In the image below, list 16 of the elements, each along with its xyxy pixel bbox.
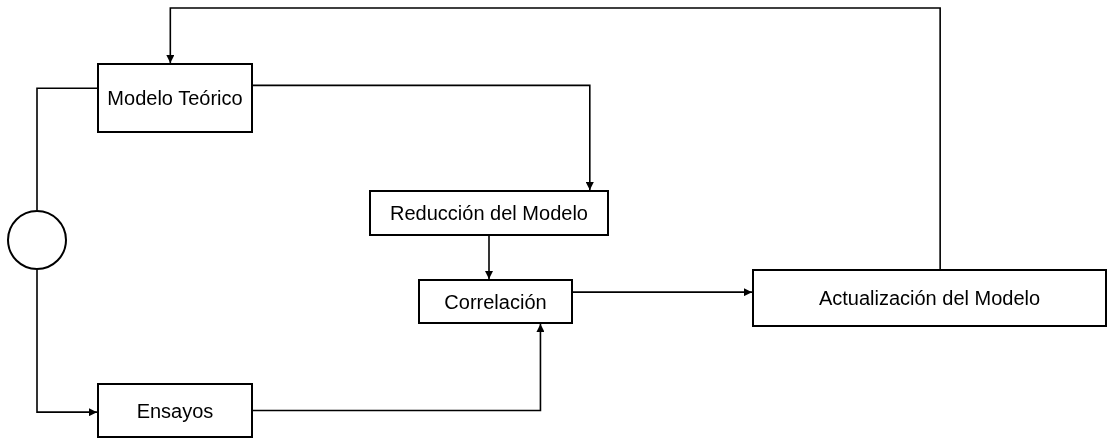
arrow — [572, 288, 753, 297]
box-label: Ensayos — [136, 398, 214, 424]
box-label: Actualización del Modelo — [818, 286, 1041, 311]
box-label: Modelo Teórico — [107, 86, 243, 111]
process-box — [752, 269, 1107, 327]
arrow — [166, 7, 941, 270]
process-box — [369, 190, 609, 236]
process-box — [97, 383, 253, 438]
process-box — [97, 63, 253, 133]
arrow — [485, 235, 493, 280]
box-label: Correlación — [444, 289, 547, 315]
arrow — [252, 323, 545, 412]
process-box — [418, 279, 573, 324]
arrow — [252, 84, 594, 191]
arrow — [36, 269, 98, 417]
box-label: Reducción del Modelo — [390, 201, 588, 226]
